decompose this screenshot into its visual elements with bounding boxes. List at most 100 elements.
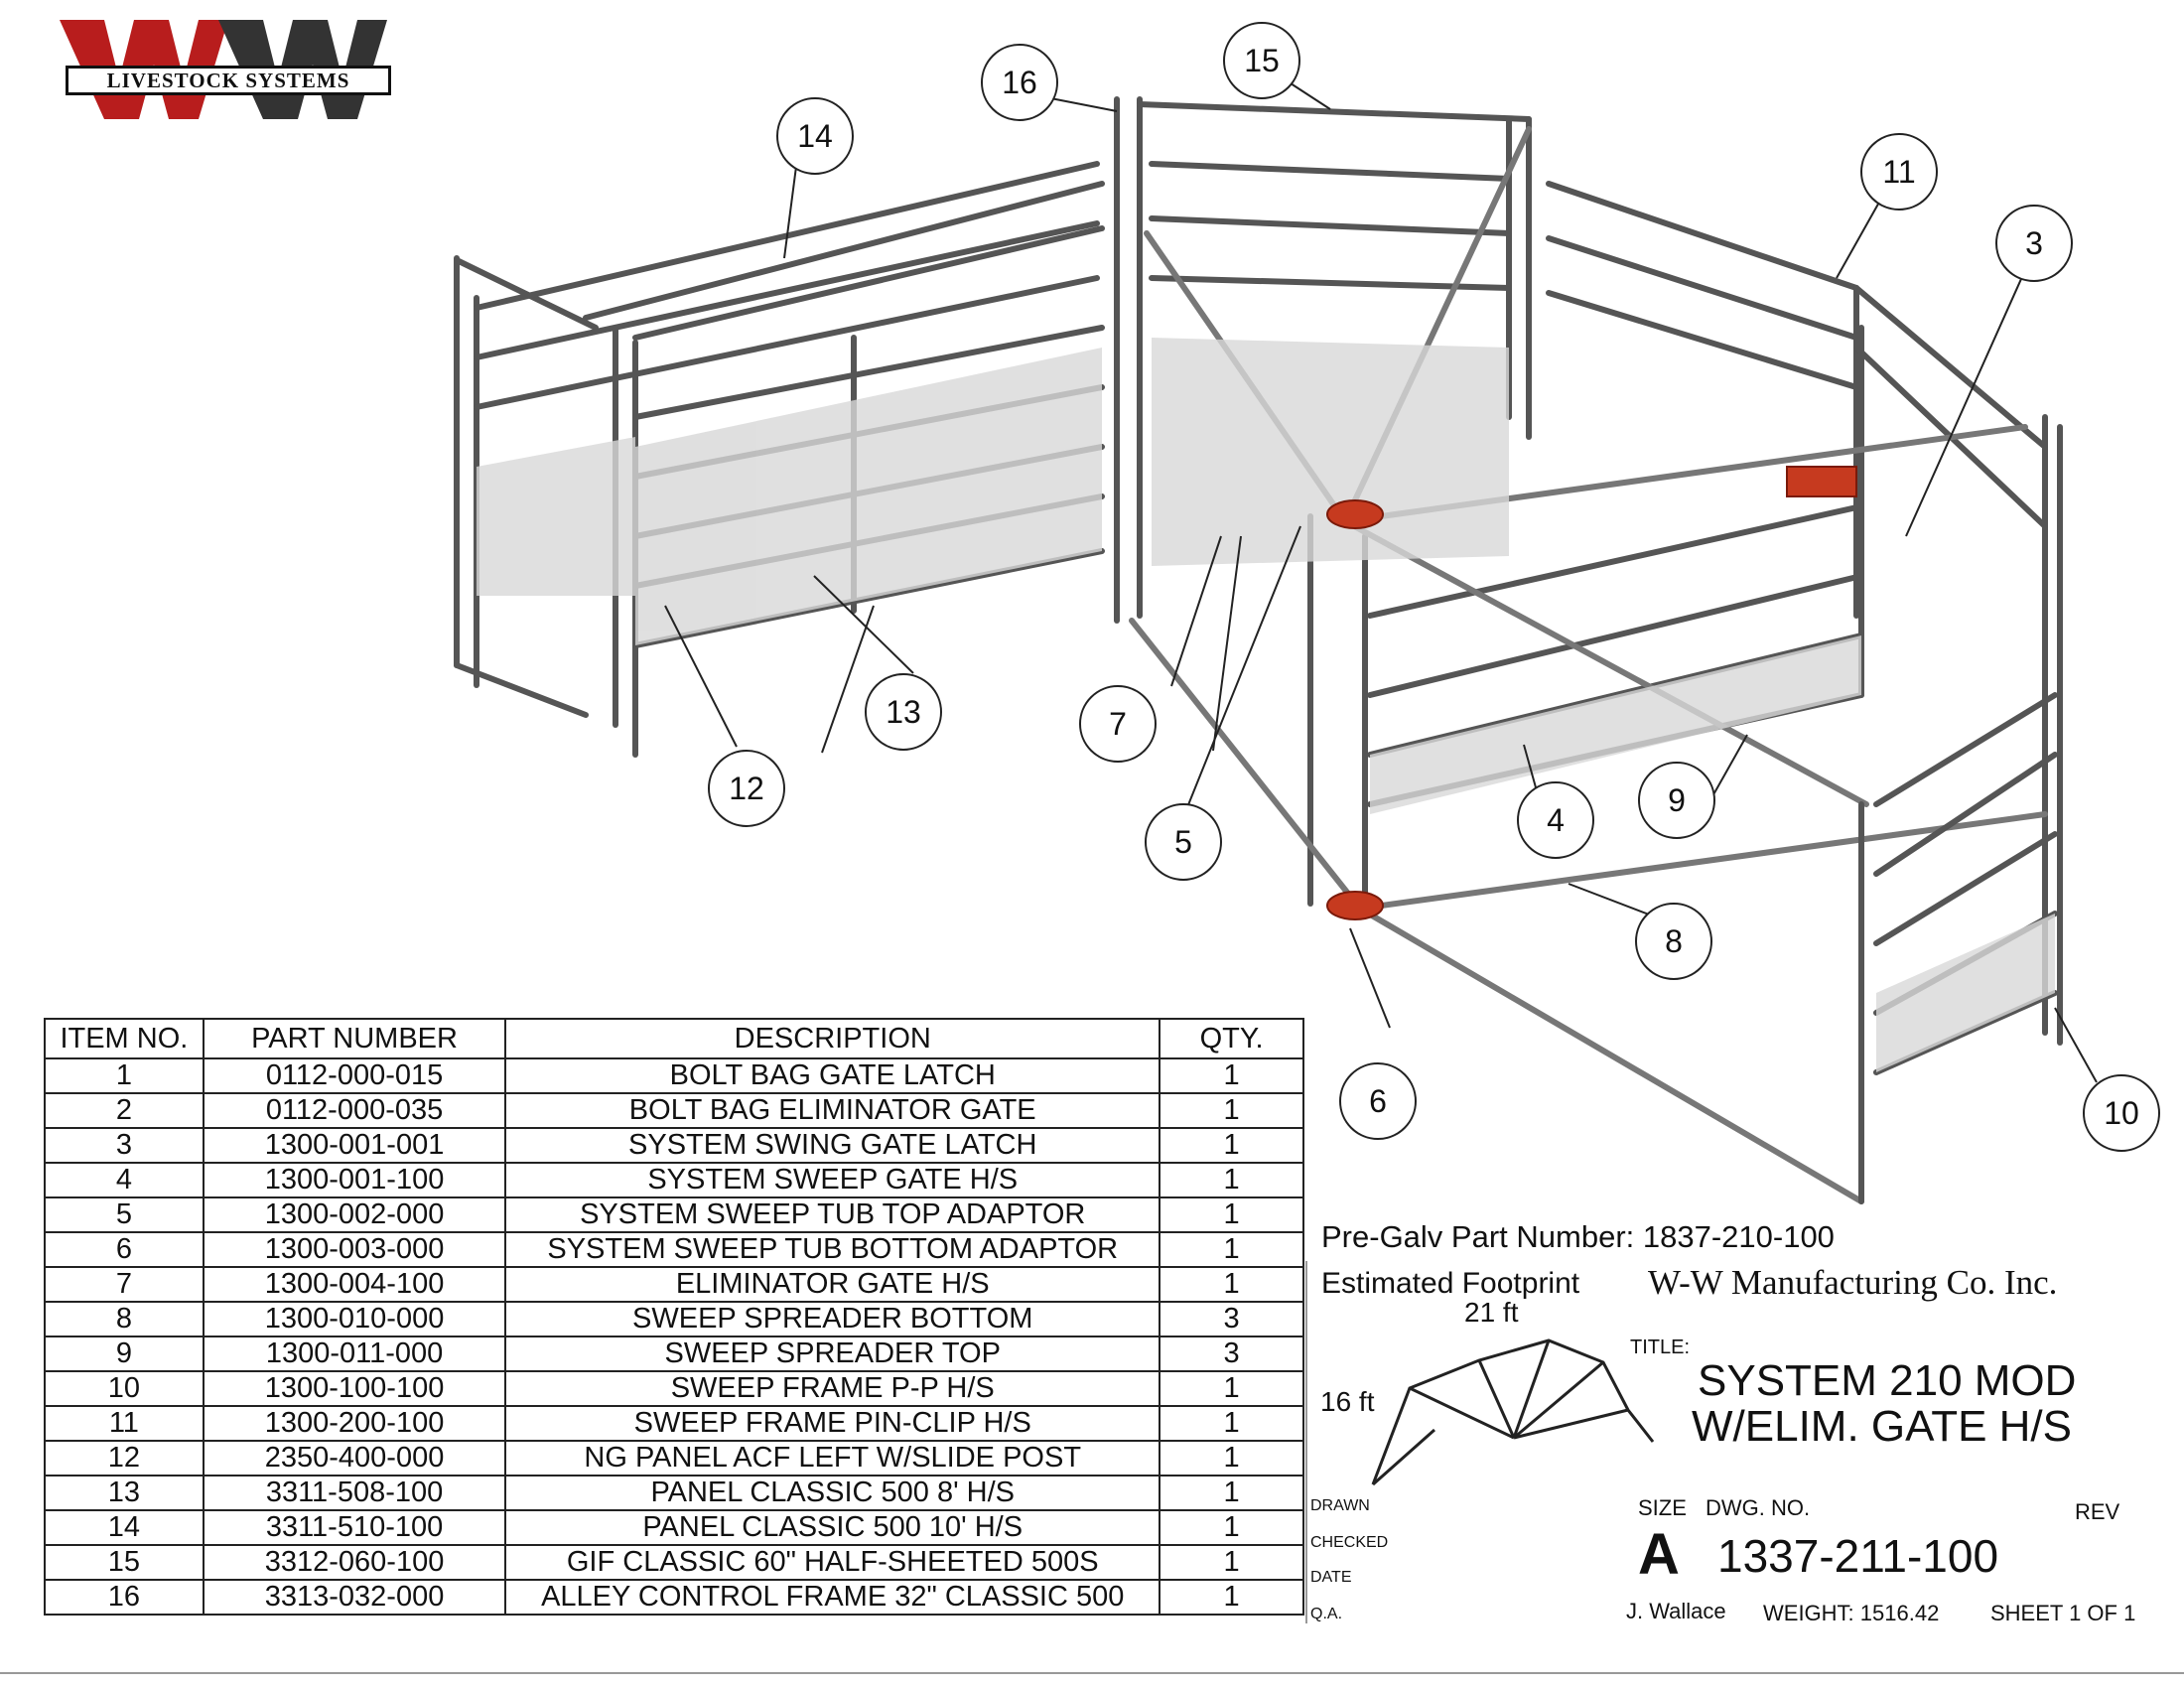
callout-13: 13 — [865, 673, 942, 751]
item-no-cell: 15 — [44, 1544, 205, 1581]
part-number-cell: 3311-508-100 — [202, 1475, 507, 1511]
part-number-cell: 1300-001-001 — [202, 1127, 507, 1164]
description-cell: SYSTEM SWEEP GATE H/S — [504, 1162, 1161, 1198]
callout-6: 6 — [1339, 1062, 1417, 1140]
sheet-size: A — [1638, 1522, 1680, 1587]
description-cell: SWEEP SPREADER TOP — [504, 1336, 1161, 1372]
item-no-cell: 2 — [44, 1092, 205, 1129]
qty-cell: 1 — [1159, 1509, 1304, 1546]
tub-bottom-adaptor — [1326, 891, 1384, 920]
panel-14 — [454, 161, 1105, 718]
qty-cell: 1 — [1159, 1475, 1304, 1511]
footprint-sketch — [1371, 1338, 1655, 1486]
checked-label: CHECKED — [1310, 1534, 1389, 1551]
tub-top-adaptor — [1326, 499, 1384, 529]
qty-cell: 1 — [1159, 1440, 1304, 1477]
item-no-cell: 4 — [44, 1162, 205, 1198]
drawn-label: DRAWN — [1310, 1497, 1370, 1514]
qty-cell: 3 — [1159, 1336, 1304, 1372]
qty-cell: 1 — [1159, 1092, 1304, 1129]
item-no-cell: 5 — [44, 1196, 205, 1233]
qty-cell: 1 — [1159, 1579, 1304, 1616]
qty-cell: 1 — [1159, 1370, 1304, 1407]
part-number-cell: 2350-400-000 — [202, 1440, 507, 1477]
description-cell: ALLEY CONTROL FRAME 32" CLASSIC 500 — [504, 1579, 1161, 1616]
pregalv-part-number: Pre-Galv Part Number: 1837-210-100 — [1321, 1219, 1835, 1254]
rev-label: REV — [2075, 1499, 2120, 1524]
description-cell: BOLT BAG GATE LATCH — [504, 1057, 1161, 1094]
part-number-cell: 1300-010-000 — [202, 1301, 507, 1337]
title-label: TITLE: — [1630, 1336, 1691, 1358]
footprint-depth: 16 ft — [1320, 1386, 1375, 1417]
drawing-number: 1337-211-100 — [1717, 1530, 1999, 1582]
part-number-cell: 0112-000-035 — [202, 1092, 507, 1129]
item-no-cell: 12 — [44, 1440, 205, 1477]
size-label: SIZE — [1638, 1495, 1687, 1520]
description-cell: SYSTEM SWEEP TUB BOTTOM ADAPTOR — [504, 1231, 1161, 1268]
qty-cell: 1 — [1159, 1057, 1304, 1094]
sweep-frame-11 — [1546, 181, 2063, 1046]
item-no-cell: 11 — [44, 1405, 205, 1442]
bom-header-row: ITEM NO. PART NUMBER DESCRIPTION QTY. — [44, 1018, 1304, 1059]
part-number-cell: 1300-001-100 — [202, 1162, 507, 1198]
description-cell: SYSTEM SWEEP TUB TOP ADAPTOR — [504, 1196, 1161, 1233]
qty-cell: 1 — [1159, 1544, 1304, 1581]
part-number-cell: 1300-011-000 — [202, 1336, 507, 1372]
part-number-cell: 3311-510-100 — [202, 1509, 507, 1546]
item-no-cell: 8 — [44, 1301, 205, 1337]
description-cell: ELIMINATOR GATE H/S — [504, 1266, 1161, 1303]
col-part-number: PART NUMBER — [202, 1018, 507, 1059]
callout-16: 16 — [981, 44, 1058, 121]
item-no-cell: 6 — [44, 1231, 205, 1268]
part-number-cell: 1300-003-000 — [202, 1231, 507, 1268]
description-cell: SWEEP FRAME P-P H/S — [504, 1370, 1161, 1407]
swing-gate-latch — [1786, 466, 1857, 497]
qty-cell: 1 — [1159, 1127, 1304, 1164]
qty-cell: 1 — [1159, 1162, 1304, 1198]
qty-cell: 1 — [1159, 1266, 1304, 1303]
part-number-cell: 1300-100-100 — [202, 1370, 507, 1407]
qty-cell: 1 — [1159, 1231, 1304, 1268]
description-cell: NG PANEL ACF LEFT W/SLIDE POST — [504, 1440, 1161, 1477]
callout-8: 8 — [1635, 903, 1712, 980]
callout-4: 4 — [1517, 781, 1594, 859]
date-label: DATE — [1310, 1569, 1352, 1586]
description-cell: PANEL CLASSIC 500 8' H/S — [504, 1475, 1161, 1511]
part-number-cell: 3312-060-100 — [202, 1544, 507, 1581]
callout-5: 5 — [1145, 803, 1222, 881]
weight: WEIGHT: 1516.42 — [1763, 1601, 1940, 1625]
col-item-no: ITEM NO. — [44, 1018, 205, 1059]
item-no-cell: 1 — [44, 1057, 205, 1094]
item-no-cell: 14 — [44, 1509, 205, 1546]
item-no-cell: 10 — [44, 1370, 205, 1407]
description-cell: SWEEP SPREADER BOTTOM — [504, 1301, 1161, 1337]
qty-cell: 1 — [1159, 1196, 1304, 1233]
dwg-no-label: DWG. NO. — [1706, 1495, 1811, 1520]
qa-label: Q.A. — [1310, 1606, 1343, 1622]
part-number-cell: 1300-004-100 — [202, 1266, 507, 1303]
drawing-title-line2: W/ELIM. GATE H/S — [1692, 1402, 2073, 1451]
qty-cell: 1 — [1159, 1405, 1304, 1442]
item-no-cell: 3 — [44, 1127, 205, 1164]
callout-9: 9 — [1638, 762, 1715, 839]
sheet-count: SHEET 1 OF 1 — [1990, 1601, 2136, 1625]
description-cell: SYSTEM SWING GATE LATCH — [504, 1127, 1161, 1164]
col-description: DESCRIPTION — [504, 1018, 1161, 1059]
callout-14: 14 — [776, 97, 854, 175]
